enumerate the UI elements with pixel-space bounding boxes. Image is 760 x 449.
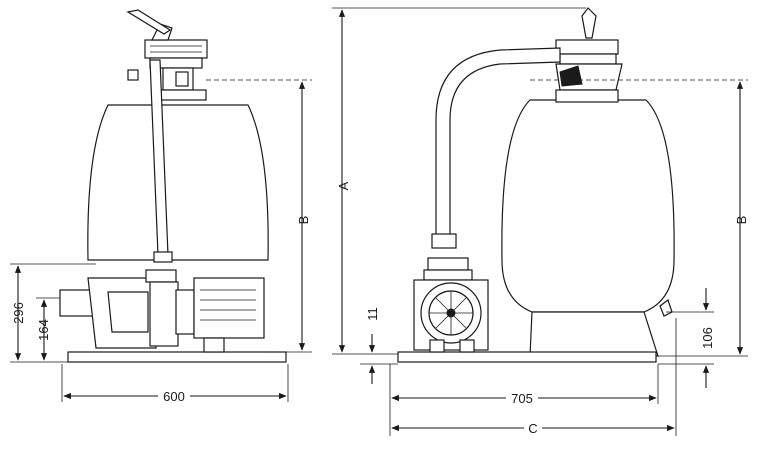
side-base-plate: [397, 351, 657, 363]
front-tank: [87, 104, 269, 261]
dim-b-left-label: B: [296, 216, 311, 225]
dim-296-label: 296: [11, 302, 26, 324]
front-base-plate: [67, 351, 287, 363]
front-pump: [59, 269, 265, 353]
side-hose: [435, 47, 561, 239]
side-tank: [501, 99, 675, 313]
front-multiport-valve: [126, 9, 208, 101]
dim-c-label: C: [528, 421, 537, 436]
dim-705-label: 705: [511, 391, 533, 406]
dim-a-label: A: [336, 181, 351, 190]
dim-b-right-label: B: [734, 216, 749, 225]
side-view: A 11 B 106 705 C: [332, 7, 749, 436]
dim-106-label: 106: [700, 327, 715, 349]
front-view: 296 164 B 600: [10, 9, 312, 404]
side-multiport-valve: [555, 7, 623, 103]
dim-600-label: 600: [163, 389, 185, 404]
dim-11-label: 11: [365, 307, 380, 321]
side-pump: [413, 257, 489, 353]
dim-164-label: 164: [36, 319, 51, 341]
